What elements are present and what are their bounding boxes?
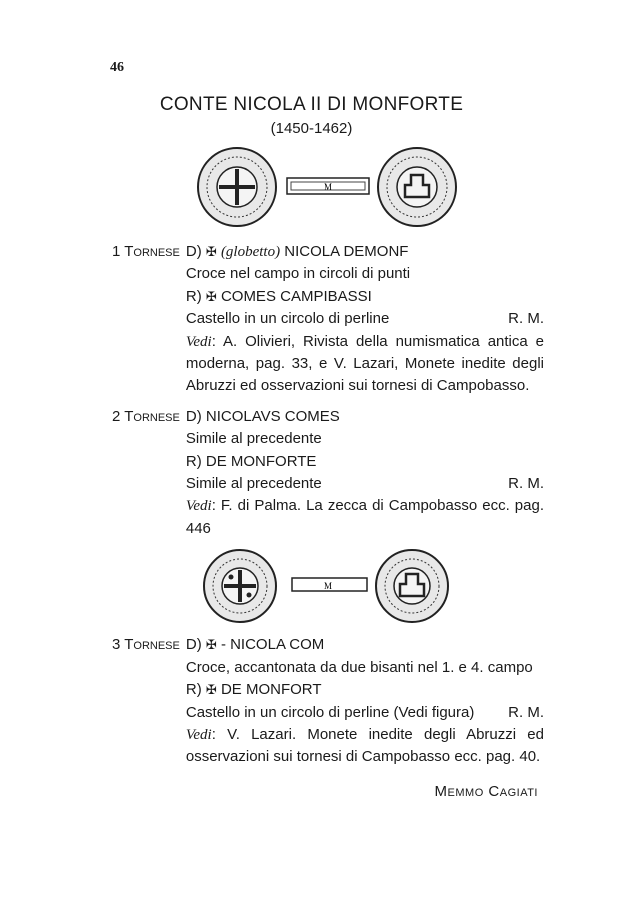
vedi-label: Vedi [185,726,212,743]
reverse-prefix: R) [185,681,202,699]
entries-column: 1 Tornese D) ✠ (globetto) NICOLA DEMONF … [112,241,544,800]
author-signature: Memmo Cagiati [434,782,538,800]
reverse-description: Castello in un circolo di perline [185,310,390,328]
vedi-label: Vedi [185,498,212,515]
coin-figure-1: M [197,147,457,227]
page-number: 46 [110,60,124,75]
coin-obverse-image [203,549,277,624]
coin-obverse-image [197,147,277,227]
reverse-prefix: R) [185,287,202,305]
reference-text: : V. Lazari. Monete inedite degli Abruzz… [185,725,544,766]
cross-potent-icon: ✠ [205,637,217,653]
page-title: CONTE NICOLA II DI MONFORTE [159,94,464,115]
reverse-description: Simile al precedente [185,475,322,493]
obverse-prefix: D) [185,407,202,425]
entry-label: 2 Tornese [112,407,180,425]
rarity: R. M. [508,703,544,721]
reverse-description: Castello in un circolo di perline (Vedi … [185,703,475,721]
scale-label: M [324,581,332,591]
rarity: R. M. [508,475,544,493]
obverse-legend: NICOLAVS COMES [205,407,340,425]
obverse-legend: - NICOLA COM [220,636,325,654]
obverse-description: Simile al precedente [185,430,322,448]
entry-label: 1 Tornese [112,243,180,260]
entry-3: 3 Tornese D) ✠ - NICOLA COM Croce, accan… [112,634,544,768]
cross-potent-icon: ✠ [205,288,217,304]
obverse-prefix: D) [185,243,202,260]
reverse-legend: DE MONFORTE [205,452,317,470]
obverse-description: Croce nel campo in circoli di punti [185,265,411,283]
reverse-legend: DE MONFORT [220,681,322,699]
obverse-legend: NICOLA DEMONF [284,243,409,260]
obverse-description: Croce, accantonata da due bisanti nel 1.… [185,658,533,676]
reign-dates: (1450-1462) [270,120,353,137]
entry-2: 2 Tornese D) NICOLAVS COMES Simile al pr… [112,406,544,540]
coin-reverse-image [375,549,449,624]
reverse-prefix: R) [185,452,202,470]
vedi-label: Vedi [185,333,212,350]
rarity: R. M. [508,310,544,328]
entry-label: 3 Tornese [112,636,180,654]
coin-figure-2: M [203,549,449,624]
scale-bar [291,577,368,593]
scale-label: M [324,182,332,192]
entry-1: 1 Tornese D) ✠ (globetto) NICOLA DEMONF … [112,241,544,398]
obverse-note: (globetto) [220,244,281,260]
obverse-prefix: D) [185,636,202,654]
cross-potent-icon: ✠ [205,682,217,698]
cross-potent-icon: ✠ [205,244,217,259]
coin-reverse-image [377,147,457,227]
reference-text: : F. di Palma. La zecca di Campobasso ec… [185,497,544,537]
reference-text: : A. Olivieri, Rivista della numismatica… [185,332,544,395]
reverse-legend: COMES CAMPIBASSI [220,287,372,305]
